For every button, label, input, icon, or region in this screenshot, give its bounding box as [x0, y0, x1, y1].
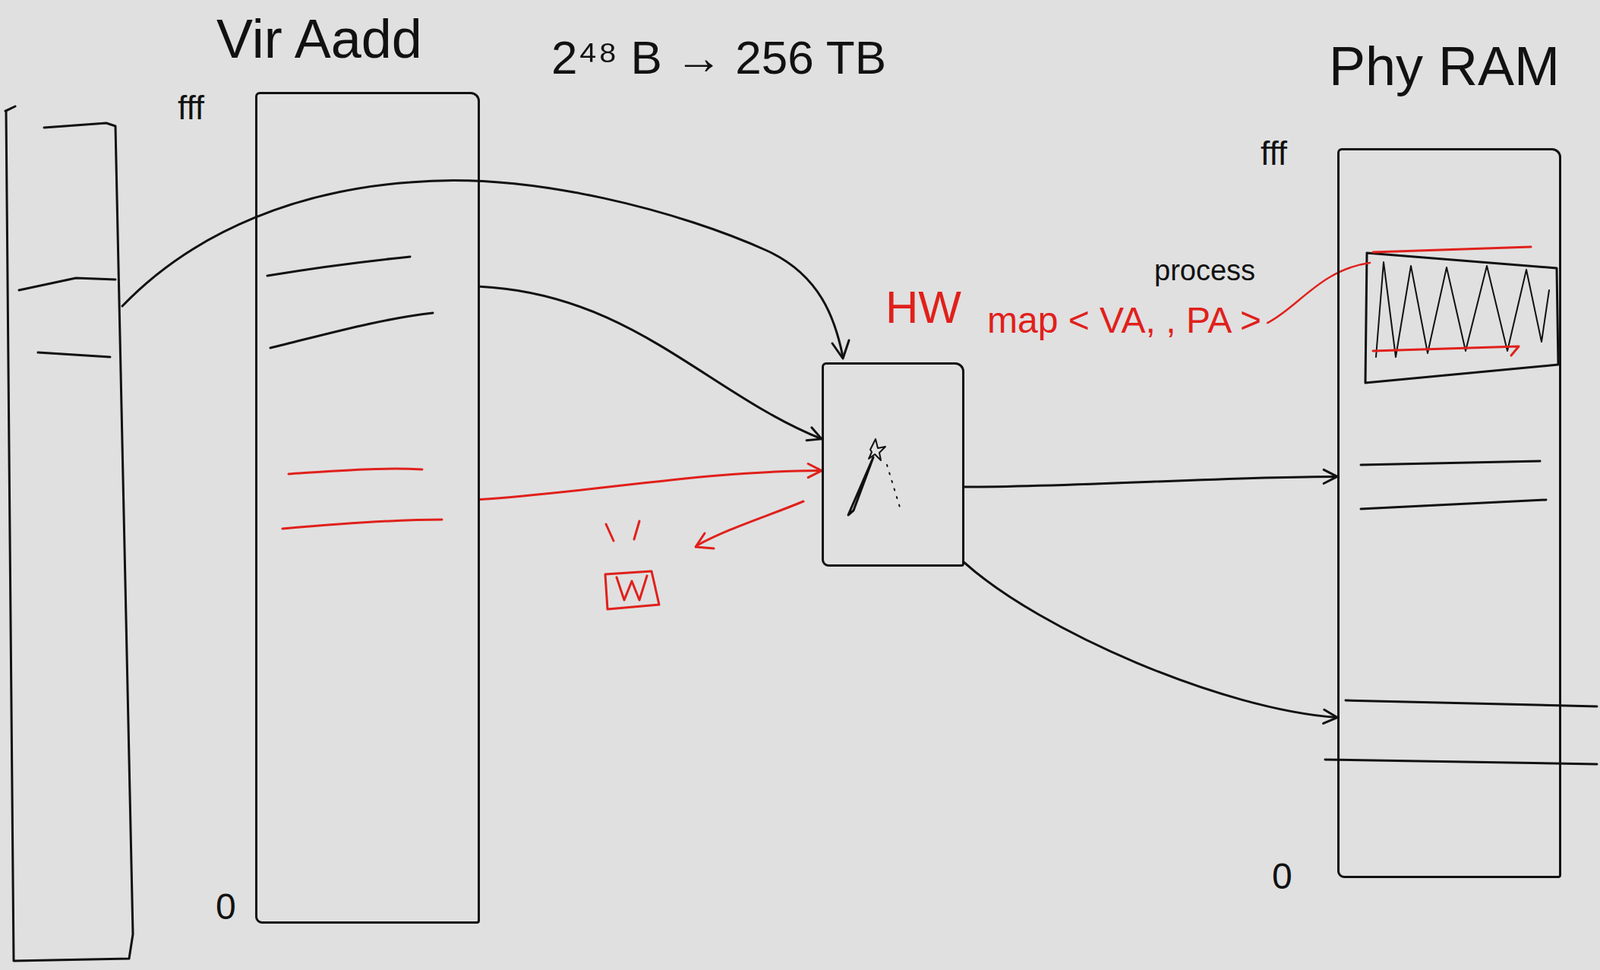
- region-line: [1360, 499, 1547, 509]
- size-note: 2⁴⁸ B → 256 TB: [551, 31, 887, 84]
- node-heading: Phy RAM: [1328, 36, 1560, 97]
- red-region-line: [288, 468, 423, 474]
- arrow-head: [807, 463, 822, 477]
- virtual-address-column: Vir Aadd: [255, 91, 480, 924]
- region-line: [1360, 460, 1541, 465]
- connector: [479, 463, 822, 499]
- address-top: fff: [177, 89, 205, 127]
- region-line: [270, 312, 433, 348]
- region-line: [37, 352, 111, 357]
- address-space-column: [5, 106, 133, 961]
- sad-face-eye: [605, 523, 614, 541]
- arrow-head: [832, 340, 849, 359]
- map-insert: process: [1154, 255, 1256, 288]
- leader-line: [1267, 262, 1370, 323]
- connector-line: [479, 286, 822, 439]
- region-line: [1325, 759, 1597, 764]
- connector: [964, 562, 1338, 724]
- map-note: map < VA, , PA >: [987, 300, 1262, 341]
- arrow-head: [1323, 469, 1338, 483]
- address-top: fff: [1260, 135, 1288, 172]
- red-arrow: [697, 501, 804, 546]
- curved-arrow: [122, 179, 843, 357]
- red-ram-line: [1372, 246, 1531, 253]
- ram-region-outline: [1365, 252, 1559, 383]
- sparkle-dots: [886, 464, 900, 508]
- region-line: [18, 277, 116, 291]
- connector-line: [964, 476, 1338, 487]
- connector: [479, 286, 822, 440]
- connector-line: [479, 470, 822, 500]
- connector-line: [964, 562, 1338, 718]
- red-region-line: [282, 519, 442, 529]
- wand-star: [868, 438, 886, 461]
- physical-ram-column: Phy RAM: [1337, 148, 1562, 878]
- address-bottom: 0: [215, 886, 237, 928]
- magic-wand: [848, 457, 874, 515]
- sad-face-mouth: [616, 575, 647, 600]
- sad-face-eye: [634, 520, 640, 540]
- sad-face-mouth: [605, 571, 660, 610]
- node-heading: HW: [885, 282, 962, 333]
- region-line: [267, 256, 411, 276]
- arrow-head: [695, 533, 714, 549]
- connector: [964, 469, 1338, 487]
- arrow-head: [806, 427, 822, 441]
- node-heading: Vir Aadd: [216, 9, 423, 70]
- red-ram-line: [1372, 346, 1519, 356]
- hardware-box: HW: [821, 362, 965, 567]
- arrow-head: [1323, 709, 1338, 723]
- hatching: [1375, 261, 1550, 357]
- address-bottom: 0: [1271, 856, 1293, 897]
